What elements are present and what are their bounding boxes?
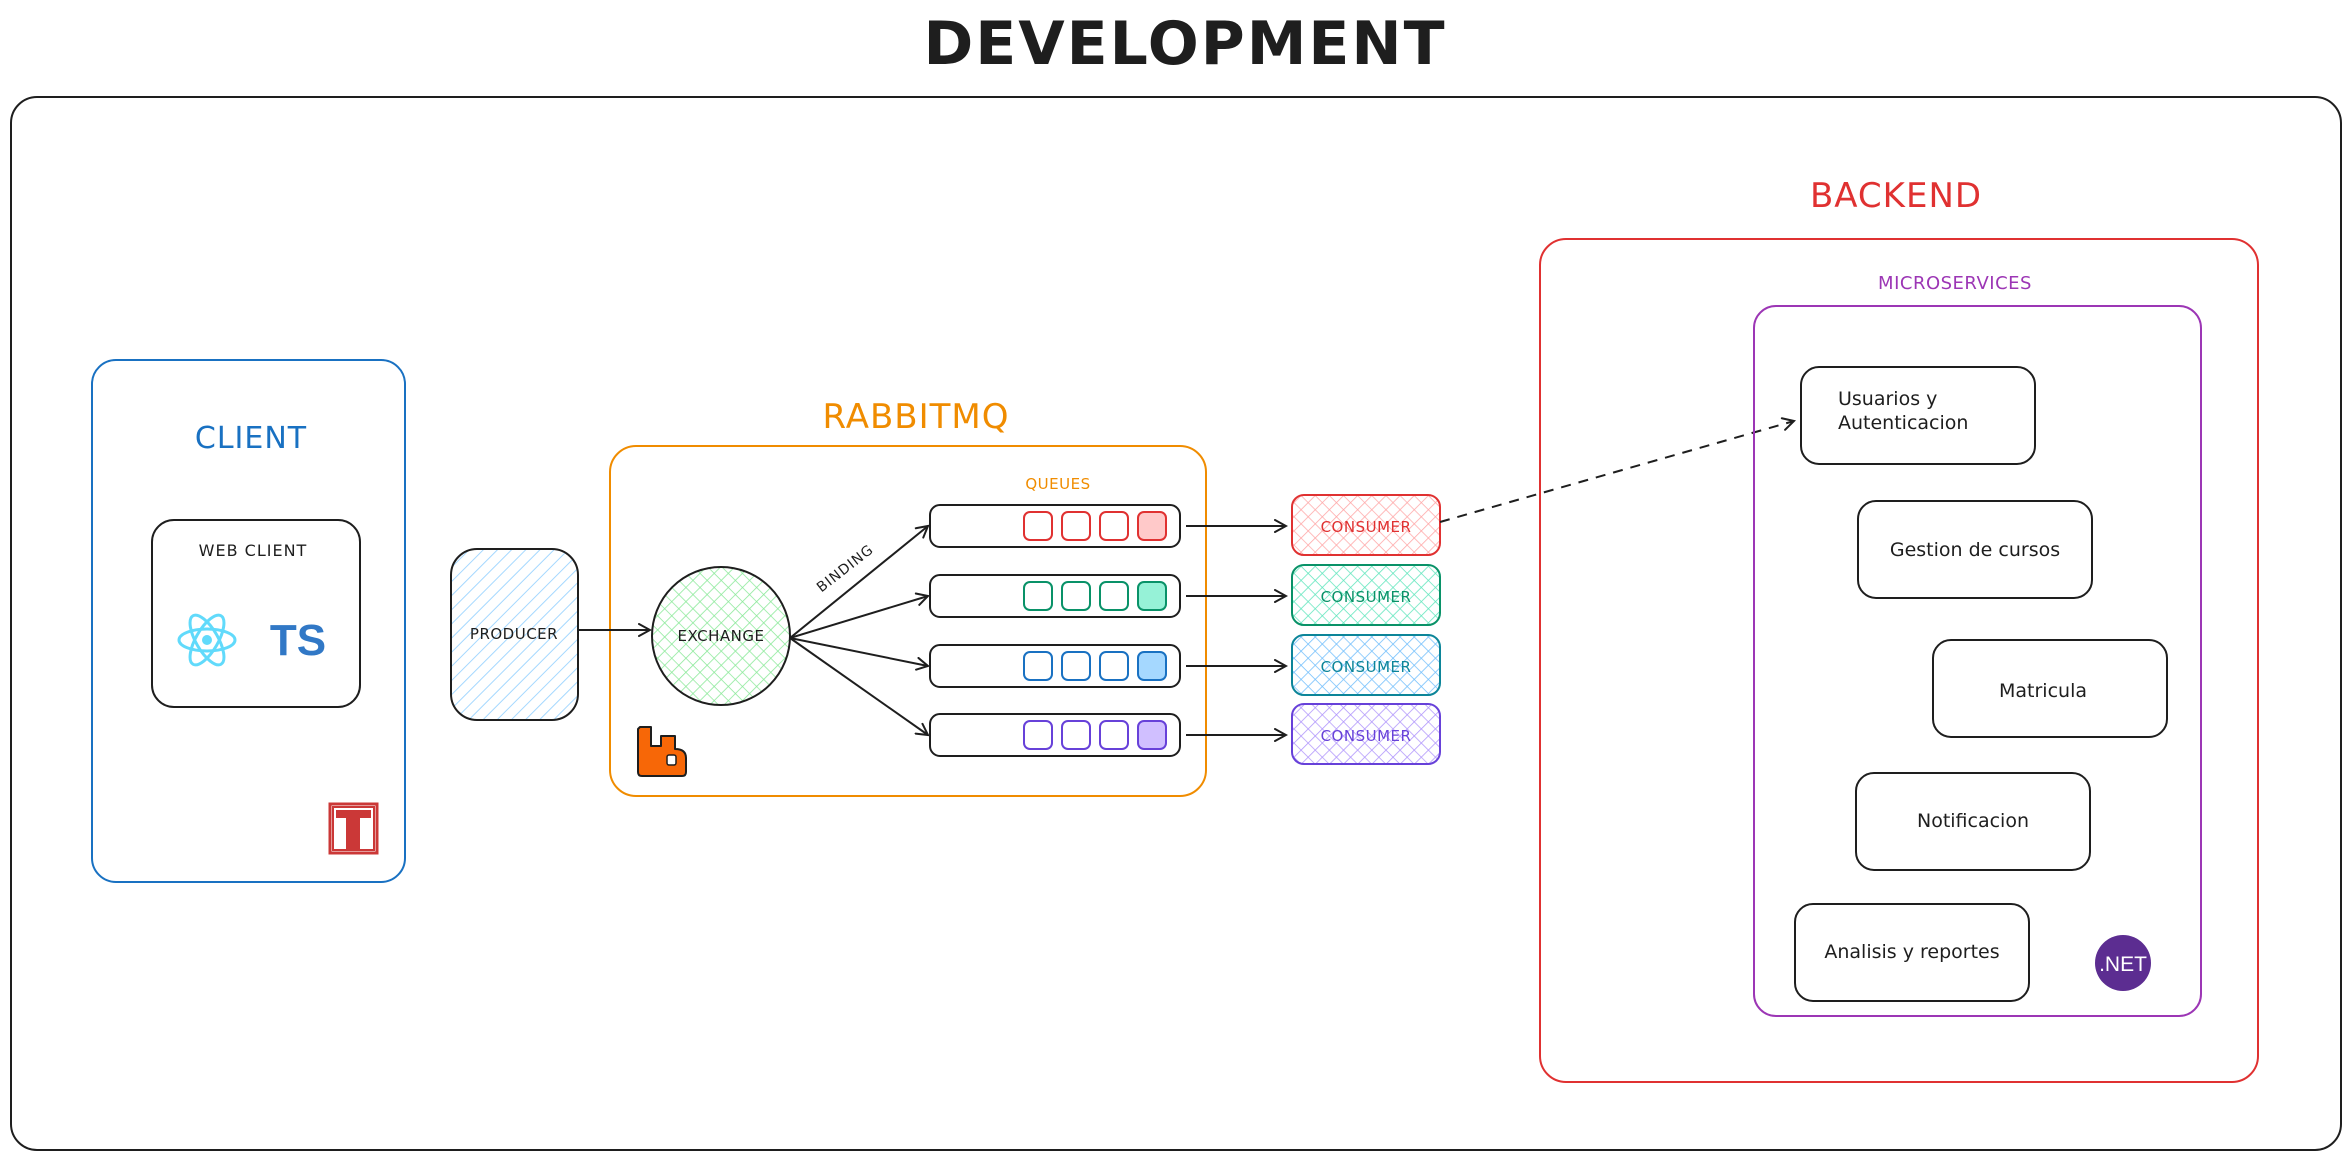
binding-arrows [789,526,928,735]
consumer-box [1291,494,1441,556]
queue-message-slot [1023,720,1053,750]
backend-group: BACKEND MICROSERVICES Usuarios y Autenti… [1539,176,2259,1083]
react-icon [177,613,237,667]
producer-group: PRODUCER [450,548,579,721]
binding-arrow [789,526,928,639]
binding-label: BINDING [814,542,877,596]
service-usuarios-autenticacion [1800,366,2036,465]
consumer-3: CONSUMER [1291,634,1441,696]
queue-4 [929,713,1181,757]
consumer-label: CONSUMER [1321,658,1412,676]
queue-message-slot [1099,511,1129,541]
microservices-container [1753,305,2202,1017]
consumer-label: CONSUMER [1321,727,1412,745]
service-gestion-cursos [1857,500,2093,599]
npm-icon [328,802,379,855]
queue-message-slot [1023,581,1053,611]
service-usuarios-label-line2: Autenticacion [1838,412,1968,434]
service-notificacion-label: Notificacion [1917,810,2029,832]
web-client-label: WEB CLIENT [199,541,308,560]
client-group: CLIENT WEB CLIENT TS [91,359,406,883]
queue-message-slot [1099,581,1129,611]
queue-message-slot [1099,651,1129,681]
queue-message-slot [1061,511,1091,541]
queue-message-slot [1137,651,1167,681]
queue-3 [929,644,1181,688]
queue-message-slot [1099,720,1129,750]
diagram-title: DEVELOPMENT [923,9,1446,79]
backend-label: BACKEND [1810,176,1982,216]
queue-message-slot [1137,581,1167,611]
exchange-node [651,566,791,706]
binding-arrow [789,596,928,639]
rabbitmq-group: RABBITMQ QUEUES EXCHANGE BINDING [609,397,1207,797]
binding-arrow [789,637,928,666]
consumer-box [1291,564,1441,626]
consumer-box [1291,703,1441,765]
exchange-label: EXCHANGE [678,627,765,645]
service-notificacion [1855,772,2091,871]
queue-message-slot [1023,651,1053,681]
backend-container [1539,238,2259,1083]
service-usuarios-label-line1: Usuarios y [1838,388,1937,410]
queue-message-slot [1023,511,1053,541]
rabbitmq-icon [637,726,687,777]
producer-label: PRODUCER [470,625,558,643]
queue-2 [929,574,1181,618]
consumer-4: CONSUMER [1291,703,1441,765]
consumer-1: CONSUMER [1291,494,1441,556]
consumer-to-auth-arrow [1439,421,1794,523]
consumer-box [1291,634,1441,696]
queue-message-slot [1137,511,1167,541]
client-label: CLIENT [195,421,307,456]
client-container [91,359,406,883]
rabbitmq-container [609,445,1207,797]
binding-arrow [789,637,928,735]
queue-1 [929,504,1181,548]
service-matricula-label: Matricula [1999,680,2087,702]
consumer-2: CONSUMER [1291,564,1441,626]
development-frame [10,96,2342,1151]
queue-message-slot [1061,581,1091,611]
typescript-icon: TS [270,616,326,665]
dotnet-label: .NET [2099,953,2147,976]
service-analisis-reportes-label: Analisis y reportes [1824,941,1999,963]
queue-message-slot [1137,720,1167,750]
producer-box [450,548,579,721]
queue-message-slot [1061,720,1091,750]
service-matricula [1932,639,2168,738]
microservices-label: MICROSERVICES [1878,273,2032,294]
queue-message-slot [1061,651,1091,681]
consumer-label: CONSUMER [1321,518,1412,536]
queue-list [929,504,1181,757]
service-analisis-reportes [1794,903,2030,1002]
consumer-label: CONSUMER [1321,588,1412,606]
consumer-list: CONSUMER CONSUMER CONSUMER CONSUMER [1186,494,1441,765]
rabbitmq-label: RABBITMQ [822,397,1009,437]
queues-label: QUEUES [1025,475,1090,493]
dotnet-icon [2095,935,2151,991]
service-gestion-cursos-label: Gestion de cursos [1890,539,2060,561]
